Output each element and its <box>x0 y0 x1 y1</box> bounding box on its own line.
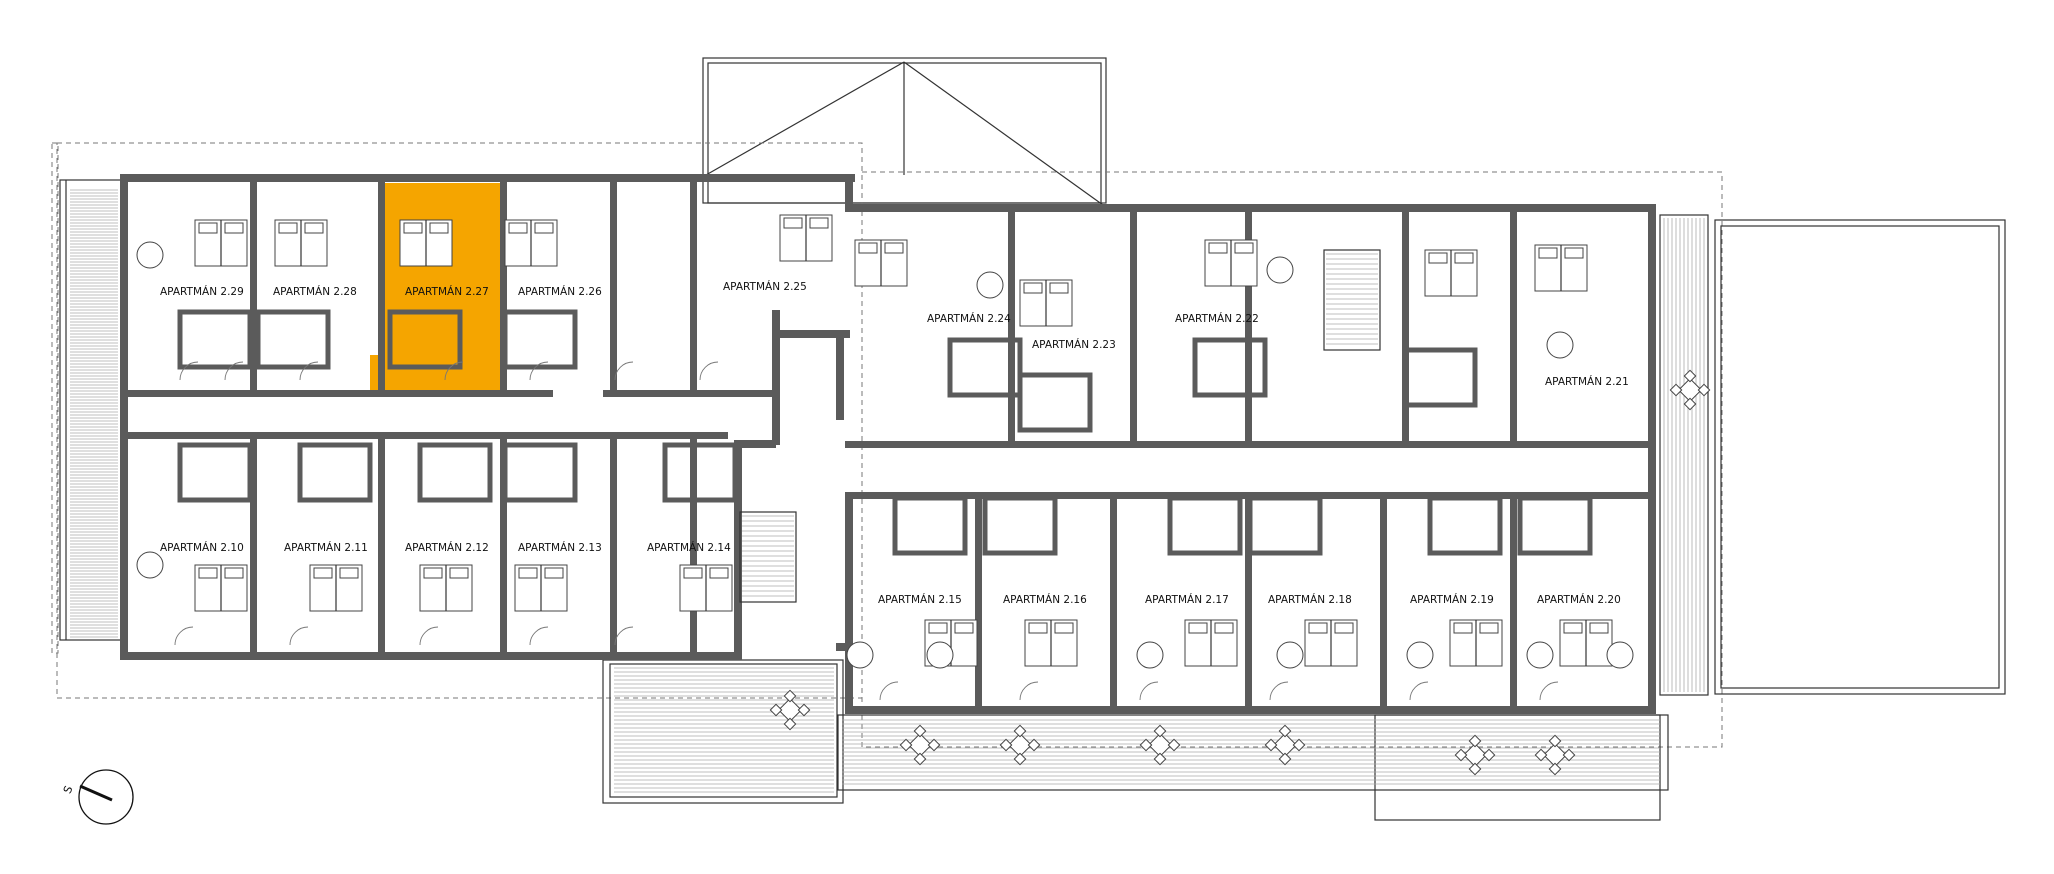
apartment-label-2-10[interactable]: APARTMÁN 2.10 <box>160 541 244 554</box>
south-terrace <box>602 659 1669 821</box>
apartment-label-2-12[interactable]: APARTMÁN 2.12 <box>405 541 489 554</box>
partition-walls <box>177 182 1593 707</box>
exterior-walls <box>120 174 1656 714</box>
north-arrow-label: S <box>61 784 76 796</box>
north-arrow-circle <box>78 769 134 825</box>
west-balcony <box>59 179 123 641</box>
apartment-label-2-20[interactable]: APARTMÁN 2.20 <box>1537 593 1621 606</box>
north-arrow: S <box>61 769 134 825</box>
apartment-label-2-26[interactable]: APARTMÁN 2.26 <box>518 285 602 298</box>
apartment-label-2-18[interactable]: APARTMÁN 2.18 <box>1268 593 1352 606</box>
apartment-label-2-17[interactable]: APARTMÁN 2.17 <box>1145 593 1229 606</box>
apartment-label-2-28[interactable]: APARTMÁN 2.28 <box>273 285 357 298</box>
apartment-label-2-22[interactable]: APARTMÁN 2.22 <box>1175 312 1259 325</box>
apartment-label-2-19[interactable]: APARTMÁN 2.19 <box>1410 593 1494 606</box>
apartment-label-2-29[interactable]: APARTMÁN 2.29 <box>160 285 244 298</box>
apartment-label-2-13[interactable]: APARTMÁN 2.13 <box>518 541 602 554</box>
apartment-label-2-14[interactable]: APARTMÁN 2.14 <box>647 541 731 554</box>
apartment-label-2-16[interactable]: APARTMÁN 2.16 <box>1003 593 1087 606</box>
apartment-label-2-21[interactable]: APARTMÁN 2.21 <box>1545 375 1629 388</box>
apartment-label-2-23[interactable]: APARTMÁN 2.23 <box>1032 338 1116 351</box>
apartment-label-2-25[interactable]: APARTMÁN 2.25 <box>723 280 807 293</box>
apartment-labels: APARTMÁN 2.29 APARTMÁN 2.28 APARTMÁN 2.2… <box>160 280 1629 606</box>
apartment-label-2-15[interactable]: APARTMÁN 2.15 <box>878 593 962 606</box>
apartment-label-2-24[interactable]: APARTMÁN 2.24 <box>927 312 1011 325</box>
apartment-label-2-11[interactable]: APARTMÁN 2.11 <box>284 541 368 554</box>
north-arrow-needle <box>79 784 113 802</box>
apartment-label-2-27[interactable]: APARTMÁN 2.27 <box>405 285 489 298</box>
furniture <box>136 214 1711 776</box>
stairs <box>739 249 1381 603</box>
east-terrace <box>1659 214 2006 696</box>
